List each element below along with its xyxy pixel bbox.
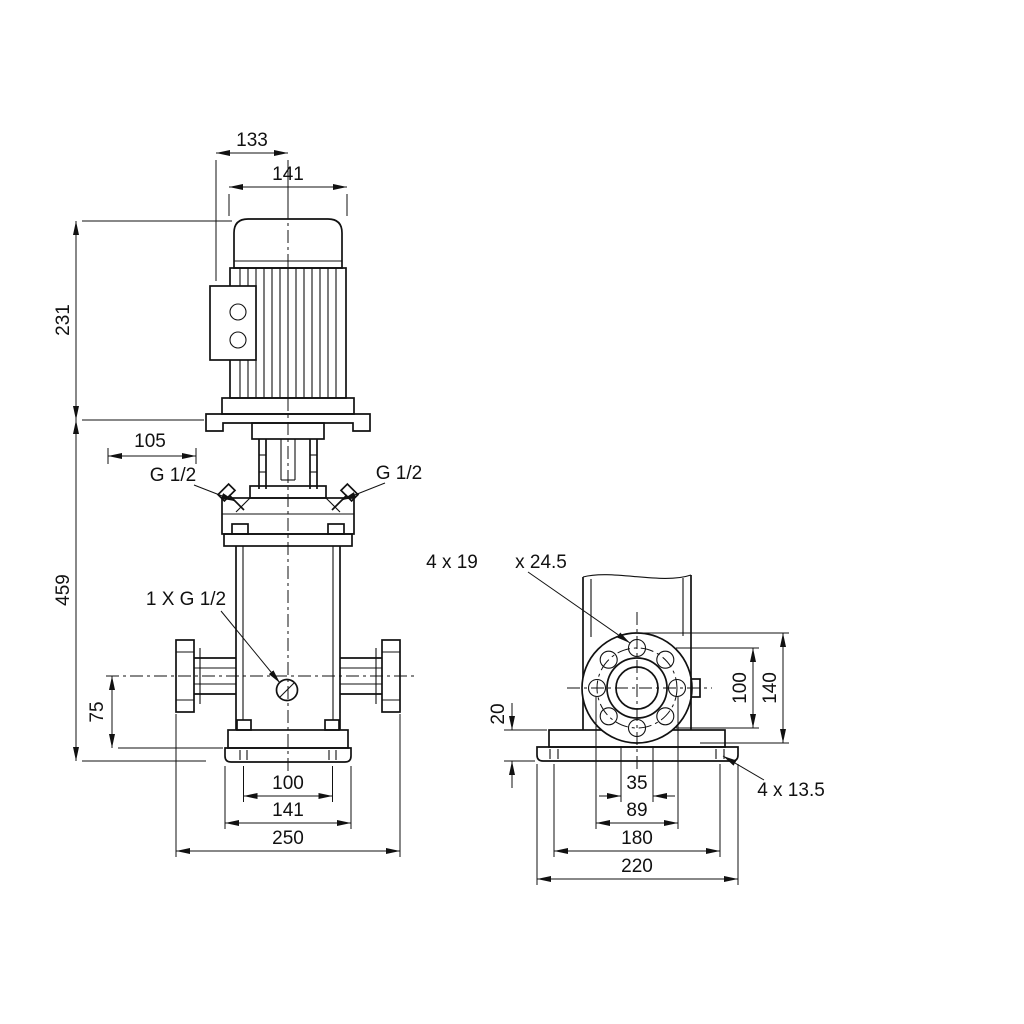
cable-entry-icon — [229, 303, 247, 321]
side-view-dimensions: 4 x 19 x 24.5 20 100 140 — [426, 552, 825, 885]
dim-180-label: 180 — [621, 828, 653, 849]
dim-141-bottom-label: 141 — [272, 800, 304, 821]
drain-plug — [275, 678, 299, 702]
motor-mounting-plate — [205, 413, 371, 432]
dim-459: 459 — [53, 420, 206, 762]
dim-105-label: 105 — [134, 431, 166, 452]
cable-entry-icon — [229, 331, 247, 349]
dim-231-label: 231 — [53, 304, 74, 336]
dim-20-label: 20 — [488, 703, 509, 724]
dim-140-label: 140 — [760, 672, 781, 704]
base-holes-label: 4 x 13.5 — [757, 780, 825, 801]
dim-89-label: 89 — [626, 800, 647, 821]
dim-220-label: 220 — [621, 856, 653, 877]
port-right-label: G 1/2 — [376, 463, 422, 484]
dim-250-label: 250 — [272, 828, 304, 849]
side-view — [536, 574, 739, 772]
base — [224, 719, 352, 763]
dim-100-right-label: 100 — [730, 672, 751, 704]
dim-180: 180 — [553, 764, 721, 857]
flange-holes-label: 4 x 19 — [426, 552, 478, 573]
dim-75-label: 75 — [87, 701, 108, 722]
dim-100-right: 100 — [676, 647, 759, 729]
dim-141-top-label: 141 — [272, 164, 304, 185]
dim-20: 20 — [488, 703, 547, 788]
dim-220: 220 — [536, 764, 739, 885]
dim-140: 140 — [642, 632, 789, 744]
label-flange-holes: 4 x 19 x 24.5 — [426, 552, 631, 644]
column — [235, 546, 341, 730]
dim-133: 133 — [215, 130, 289, 281]
dim-141-bottom: 141 — [224, 766, 352, 829]
dim-35-label: 35 — [626, 773, 647, 794]
dim-459-label: 459 — [53, 574, 74, 606]
label-port-left: G 1/2 — [150, 465, 236, 502]
label-drain-port: 1 X G 1/2 — [146, 589, 281, 684]
column-side — [582, 574, 692, 730]
front-view — [106, 206, 414, 774]
dim-231: 231 — [53, 220, 232, 421]
motor-cap — [233, 218, 343, 269]
dim-100-bottom: 100 — [243, 766, 333, 802]
dim-89: 89 — [595, 697, 679, 829]
motor — [205, 218, 371, 432]
port-left-label: G 1/2 — [150, 465, 196, 486]
staybolt-nut — [231, 523, 249, 535]
dim-75: 75 — [87, 676, 223, 749]
dim-100-bottom-label: 100 — [272, 773, 304, 794]
dim-105: 105 — [107, 431, 197, 464]
terminal-box — [209, 285, 257, 361]
flange-left — [175, 639, 195, 713]
front-view-dimensions: 133 141 231 459 105 G 1/2 — [53, 130, 422, 857]
label-base-holes: 4 x 13.5 — [722, 755, 825, 801]
staybolt-nut — [236, 719, 252, 731]
dim-35: 35 — [599, 746, 675, 802]
dim-133-label: 133 — [236, 130, 268, 151]
drain-port-label: 1 X G 1/2 — [146, 589, 226, 610]
staybolt-nut — [324, 719, 340, 731]
flange-bolt-holes — [587, 638, 687, 738]
dim-250: 250 — [175, 714, 401, 857]
staybolt-nut — [327, 523, 345, 535]
label-port-right: G 1/2 — [341, 463, 422, 501]
dim-141-top: 141 — [228, 164, 348, 216]
flange-holes-counterbore-label: x 24.5 — [515, 552, 567, 573]
